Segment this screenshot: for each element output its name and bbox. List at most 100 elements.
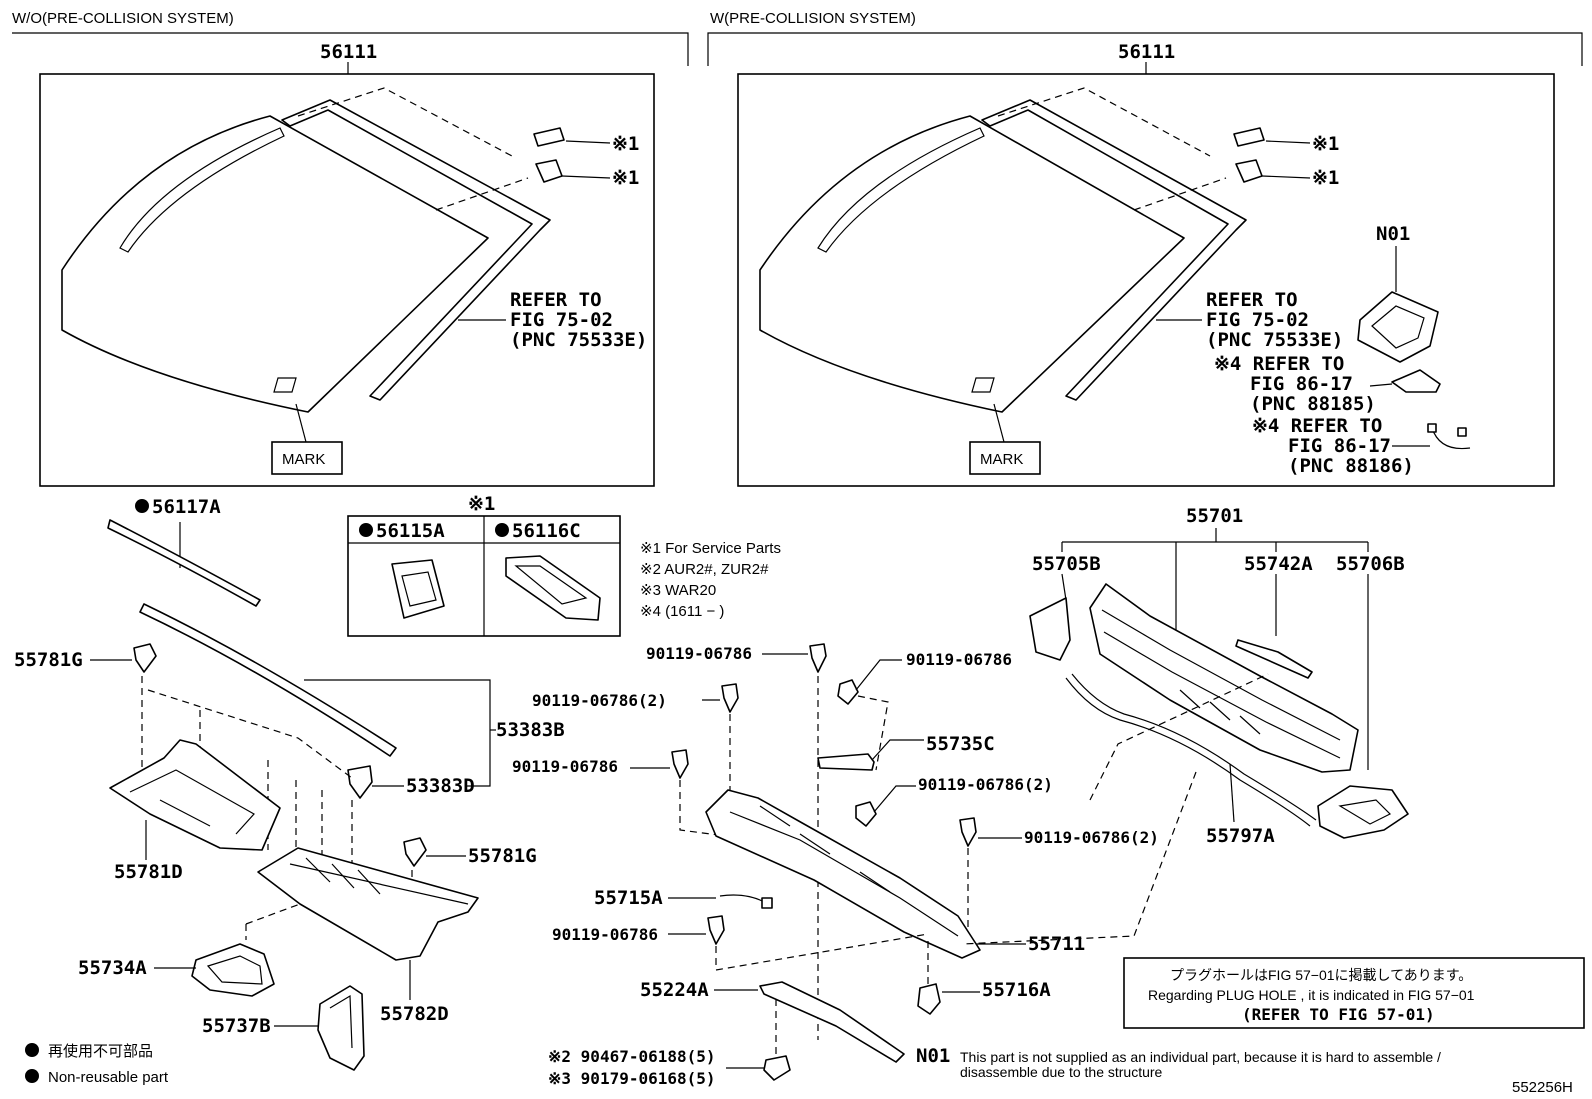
plug-note-ref: (REFER TO FIG 57-01)	[1242, 1005, 1435, 1024]
clip-a-left	[533, 127, 565, 147]
bracket-55735C	[817, 753, 875, 771]
note1-a-right: ※1	[1312, 133, 1339, 155]
clip-56115A	[391, 559, 445, 619]
callout-56117A: 56117A	[152, 496, 221, 518]
clip-90467	[763, 1055, 791, 1081]
figure-id: 552256H	[1512, 1079, 1573, 1096]
windshield-glass-right	[759, 115, 1185, 413]
clip-b-left	[535, 159, 563, 183]
callout-55705B: 55705B	[1032, 553, 1101, 575]
callout-bolt-a: 90119-06786	[646, 644, 752, 663]
clip-56116C	[505, 555, 601, 621]
callout-55224A: 55224A	[640, 979, 709, 1001]
callout-90179: ※3 90179-06168(5)	[548, 1069, 716, 1088]
refer-88186-l1: ※4 REFER TO	[1252, 415, 1382, 437]
note1-a-left: ※1	[612, 133, 639, 155]
windshield-box-left	[39, 73, 655, 487]
callout-bolt-d: 90119-06786	[512, 757, 618, 776]
legend-non-reusable-en: Non-reusable part	[48, 1069, 169, 1086]
callout-90467: ※2 90467-06188(5)	[548, 1047, 716, 1066]
refer-left-l2: FIG 75-02	[510, 309, 613, 331]
bolt-b	[837, 679, 859, 705]
clip-b-right	[1235, 159, 1263, 183]
n01-note-line1: This part is not supplied as an individu…	[960, 1049, 1441, 1065]
n01-note-label: N01	[916, 1045, 950, 1067]
bracket-55737B	[317, 985, 365, 1071]
callout-bolt-f: 90119-06786(2)	[1024, 828, 1159, 847]
clip-53383D	[347, 765, 373, 799]
seal-55797A	[1065, 673, 1317, 827]
mark-label-right: MARK	[980, 451, 1023, 468]
callout-55734A: 55734A	[78, 957, 147, 979]
callout-53383B: 53383B	[496, 719, 565, 741]
plug-note-en: Regarding PLUG HOLE , it is indicated in…	[1148, 987, 1475, 1003]
legend-aur: ※2 AUR2#, ZUR2#	[640, 561, 769, 578]
callout-bolt-e: 90119-06786(2)	[918, 775, 1053, 794]
callout-bolt-b: 90119-06786	[906, 650, 1012, 669]
bracket-right	[707, 32, 1583, 66]
clip-55781G-a	[133, 643, 157, 673]
seal-55742A	[1235, 639, 1313, 679]
windshield-box-right	[737, 73, 1555, 487]
callout-55737B: 55737B	[202, 1015, 271, 1037]
cowl-assembly-55701	[1089, 583, 1359, 773]
note1-b-left: ※1	[612, 167, 639, 189]
heater-wire	[1427, 423, 1471, 450]
callout-55781D: 55781D	[114, 861, 183, 883]
callout-55701: 55701	[1186, 505, 1243, 527]
callout-55781G-a: 55781G	[14, 649, 83, 671]
bolt-a	[809, 643, 827, 673]
callout-55782D: 55782D	[380, 1003, 449, 1025]
camera-bracket	[1357, 291, 1439, 363]
legend-date: ※4 (1611 − )	[640, 603, 724, 620]
callout-56111-right: 56111	[1118, 41, 1175, 63]
refer-right-l3: (PNC 75533E)	[1206, 329, 1343, 351]
seal-56117A	[107, 519, 261, 607]
refer-left-l1: REFER TO	[510, 289, 602, 311]
windshield-molding-right	[981, 99, 1247, 401]
callout-55715A: 55715A	[594, 887, 663, 909]
wire-55715A	[719, 894, 773, 909]
bolt-d	[671, 749, 689, 779]
clip-55716A	[917, 983, 941, 1015]
plug-note-jp: プラグホールはFIG 57−01に掲載してあります。	[1170, 967, 1472, 983]
bolt-c	[721, 683, 739, 713]
clip-a-right	[1233, 127, 1265, 147]
callout-53383D: 53383D	[406, 775, 475, 797]
callout-56116C: 56116C	[512, 520, 581, 542]
plug-hole-note-box	[1123, 957, 1585, 1029]
header-without-pcs: W/O(PRE-COLLISION SYSTEM)	[12, 10, 234, 27]
cowl-panel-55711	[705, 789, 981, 959]
refer-left-l3: (PNC 75533E)	[510, 329, 647, 351]
seal-55224A	[759, 981, 905, 1063]
legend-service-parts: ※1 For Service Parts	[640, 540, 781, 557]
callout-bolt-g: 90119-06786	[552, 925, 658, 944]
clip-55781G-b	[403, 837, 427, 867]
bracket-left	[12, 32, 689, 66]
callout-55716A: 55716A	[982, 979, 1051, 1001]
bolt-f	[959, 817, 977, 847]
side-bracket-55706B	[1317, 785, 1409, 839]
cowl-panel-55782D	[257, 847, 479, 961]
callout-bolt-c: 90119-06786(2)	[532, 691, 667, 710]
callout-55711: 55711	[1028, 933, 1085, 955]
refer-88185-l3: (PNC 88185)	[1250, 393, 1376, 415]
duct-55734A	[191, 943, 275, 997]
refer-88186-l3: (PNC 88186)	[1288, 455, 1414, 477]
mark-label-left: MARK	[282, 451, 325, 468]
refer-88185-l1: ※4 REFER TO	[1214, 353, 1344, 375]
refer-88185-l2: FIG 86-17	[1250, 373, 1353, 395]
header-with-pcs: W(PRE-COLLISION SYSTEM)	[710, 10, 916, 27]
refer-right-l1: REFER TO	[1206, 289, 1298, 311]
callout-56111-left: 56111	[320, 41, 377, 63]
legend-non-reusable-jp: 再使用不可部品	[48, 1043, 153, 1060]
legend-war: ※3 WAR20	[640, 582, 716, 599]
windshield-molding-left	[281, 99, 551, 401]
sensor-cover	[1391, 369, 1441, 393]
callout-55735C: 55735C	[926, 733, 995, 755]
cowl-panel-55781D	[109, 739, 281, 851]
bolt-e	[855, 801, 877, 827]
refer-88186-l2: FIG 86-17	[1288, 435, 1391, 457]
callout-55742A: 55742A	[1244, 553, 1313, 575]
